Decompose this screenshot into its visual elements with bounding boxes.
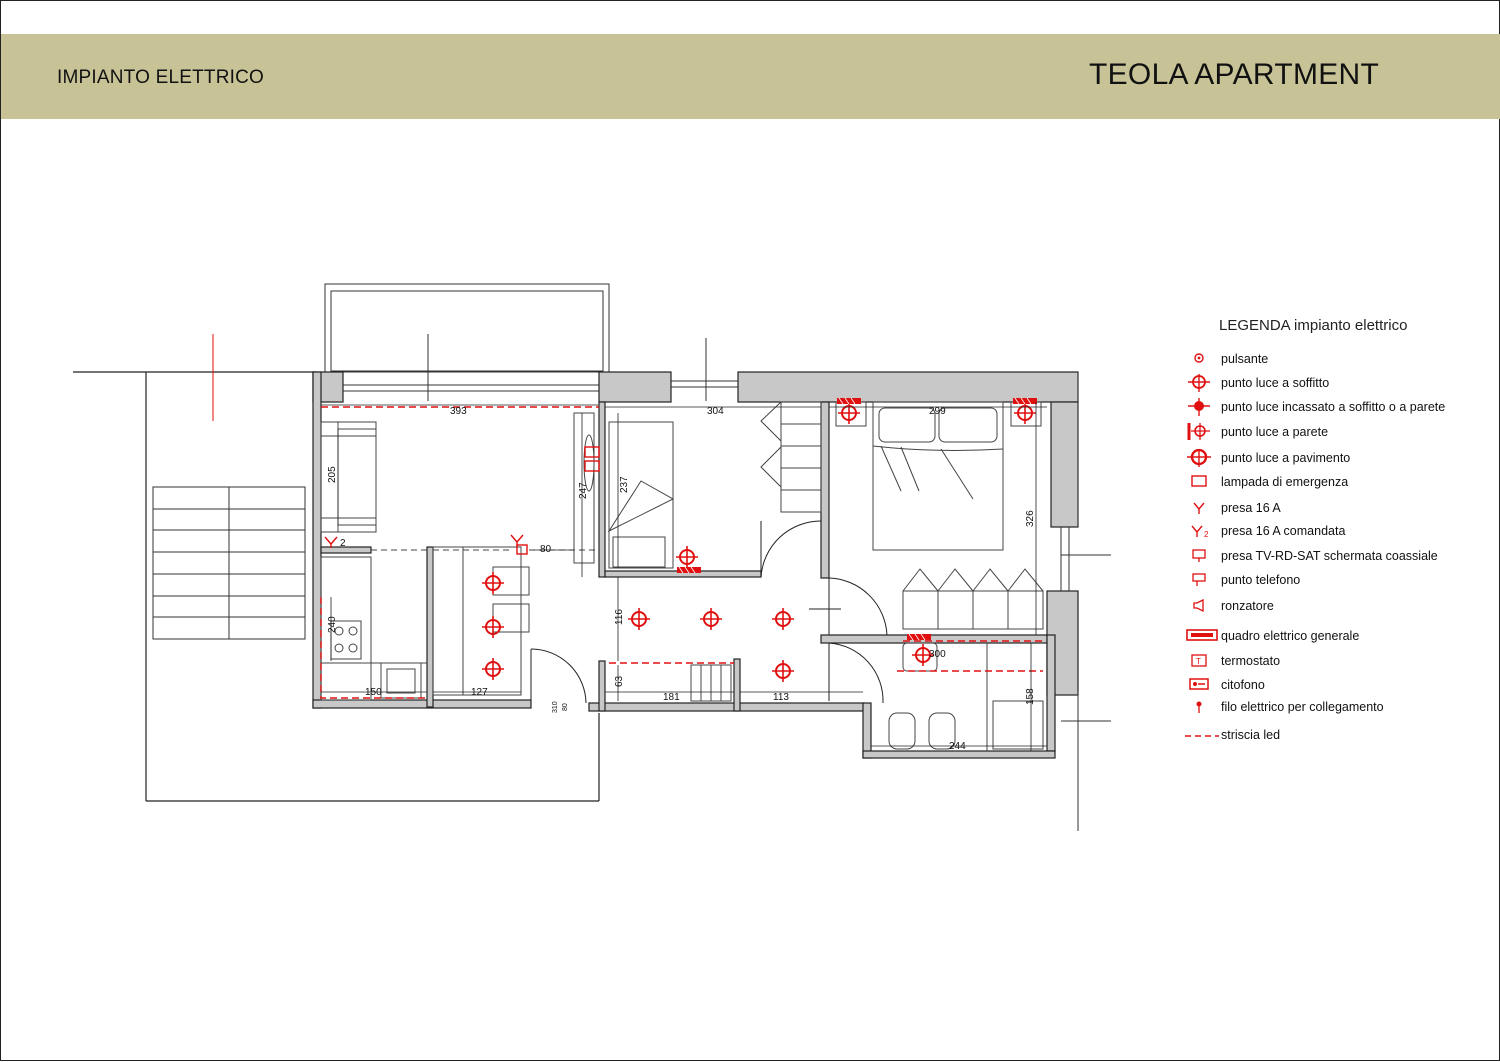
dim-bath-height: 158 (1025, 688, 1036, 705)
legend-item-thermostat: T termostato (1181, 652, 1481, 672)
legend-title: LEGENDA impianto elettrico (1219, 317, 1408, 334)
walls (312, 371, 1079, 759)
legend-item-buzzer: ronzatore (1181, 597, 1481, 617)
legend-item-intercom: citofono (1181, 676, 1481, 696)
legend-item-socket: presa 16 A (1181, 499, 1481, 519)
pulsante-icon (1194, 353, 1204, 363)
led-strips (320, 406, 1043, 699)
dim-table-width: 127 (471, 687, 488, 698)
dim-double-bedroom-height: 326 (1025, 510, 1036, 527)
dim-storage-width: 181 (663, 692, 680, 703)
single-bed (607, 421, 675, 569)
tv-socket-icon (1192, 549, 1206, 562)
thermostat-icon: T (1191, 654, 1207, 667)
switched-socket-icon: 2 (1191, 525, 1209, 539)
legend-item-ceiling-light: punto luce a soffitto (1181, 374, 1481, 394)
svg-text:2: 2 (1204, 530, 1209, 539)
dim-kitchen-width: 150 (365, 687, 382, 698)
bathroom-fixtures (888, 642, 1044, 751)
main-panel-icon (1186, 629, 1218, 641)
switched-socket-label: 2 (340, 538, 346, 549)
dim-corridor-height: 116 (614, 609, 625, 625)
tv-unit (573, 412, 595, 564)
phone-point-icon (1192, 573, 1206, 586)
dim-single-bedroom-height: 237 (619, 476, 630, 493)
wardrobe-double (902, 568, 1044, 630)
legend-item-tv-socket: presa TV-RD-SAT schermata coassiale (1181, 547, 1481, 567)
wardrobe-single (760, 401, 822, 513)
dim-bath-sink: 300 (929, 649, 946, 660)
legend-item-wire: filo elettrico per collegamento (1181, 698, 1481, 718)
dimension-labels: 393 205 80 247 240 150 127 310 80 304 23… (327, 406, 1036, 752)
tv-sockets (516, 446, 600, 555)
wall-light-icon (1187, 423, 1210, 440)
dimension-lines (321, 402, 1047, 751)
emergency-lamp-icon (1191, 475, 1207, 487)
project-title: TEOLA APARTMENT (1089, 58, 1380, 91)
windows (343, 372, 1111, 831)
sockets: 2 (324, 534, 524, 549)
dim-living-width: 393 (450, 406, 467, 417)
dim-door-small: 310 (552, 701, 559, 713)
intercom-icon (1189, 678, 1209, 690)
legend-item-main-panel: quadro elettrico generale (1181, 627, 1481, 647)
legend-item-led-strip: striscia led (1181, 726, 1481, 746)
header-band (1, 34, 1500, 119)
led-strip-icon (1185, 735, 1219, 737)
double-bed (835, 401, 1042, 551)
dim-storage-height: 63 (614, 675, 625, 687)
drawing-subtitle: IMPIANTO ELETTRICO (57, 67, 264, 88)
legend-item-switched-socket: 2 presa 16 A comandata (1181, 522, 1481, 542)
balcony-outline (324, 283, 707, 401)
ceiling-light-icon (1188, 374, 1210, 392)
wire-icon (1196, 701, 1202, 713)
dim-single-bedroom-width: 304 (707, 406, 724, 417)
recessed-light-icon (1188, 398, 1210, 416)
terrace-outline (73, 371, 600, 802)
dim-kitchen-height: 240 (327, 616, 338, 633)
dim-hall-width: 80 (540, 544, 552, 555)
storage-closet (690, 664, 732, 702)
buzzer-icon (1193, 598, 1204, 613)
legend-item-recessed-light: punto luce incassato a soffitto o a pare… (1181, 398, 1481, 418)
floor-light-icon (1187, 449, 1211, 467)
dim-bath-width: 244 (949, 741, 966, 752)
legend-item-pulsante: pulsante (1181, 350, 1481, 370)
dim-double-bedroom-width: 299 (929, 406, 946, 417)
dim-corridor-width: 113 (773, 692, 789, 703)
stair-treads (152, 486, 306, 640)
legend-item-emergency-lamp: lampada di emergenza (1181, 473, 1481, 493)
dining-table (432, 546, 530, 696)
dim-door-small-b: 80 (562, 703, 569, 711)
socket-icon (1193, 502, 1205, 514)
dim-wall-height: 247 (578, 482, 589, 499)
legend-item-floor-light: punto luce a pavimento (1181, 449, 1481, 469)
legend-item-wall-light: punto luce a parete (1181, 423, 1481, 443)
legend-item-phone-point: punto telefono (1181, 571, 1481, 591)
doors (530, 520, 888, 706)
svg-text:T: T (1196, 657, 1201, 666)
dim-living-height: 205 (327, 466, 338, 483)
wall-lights (676, 397, 1038, 641)
